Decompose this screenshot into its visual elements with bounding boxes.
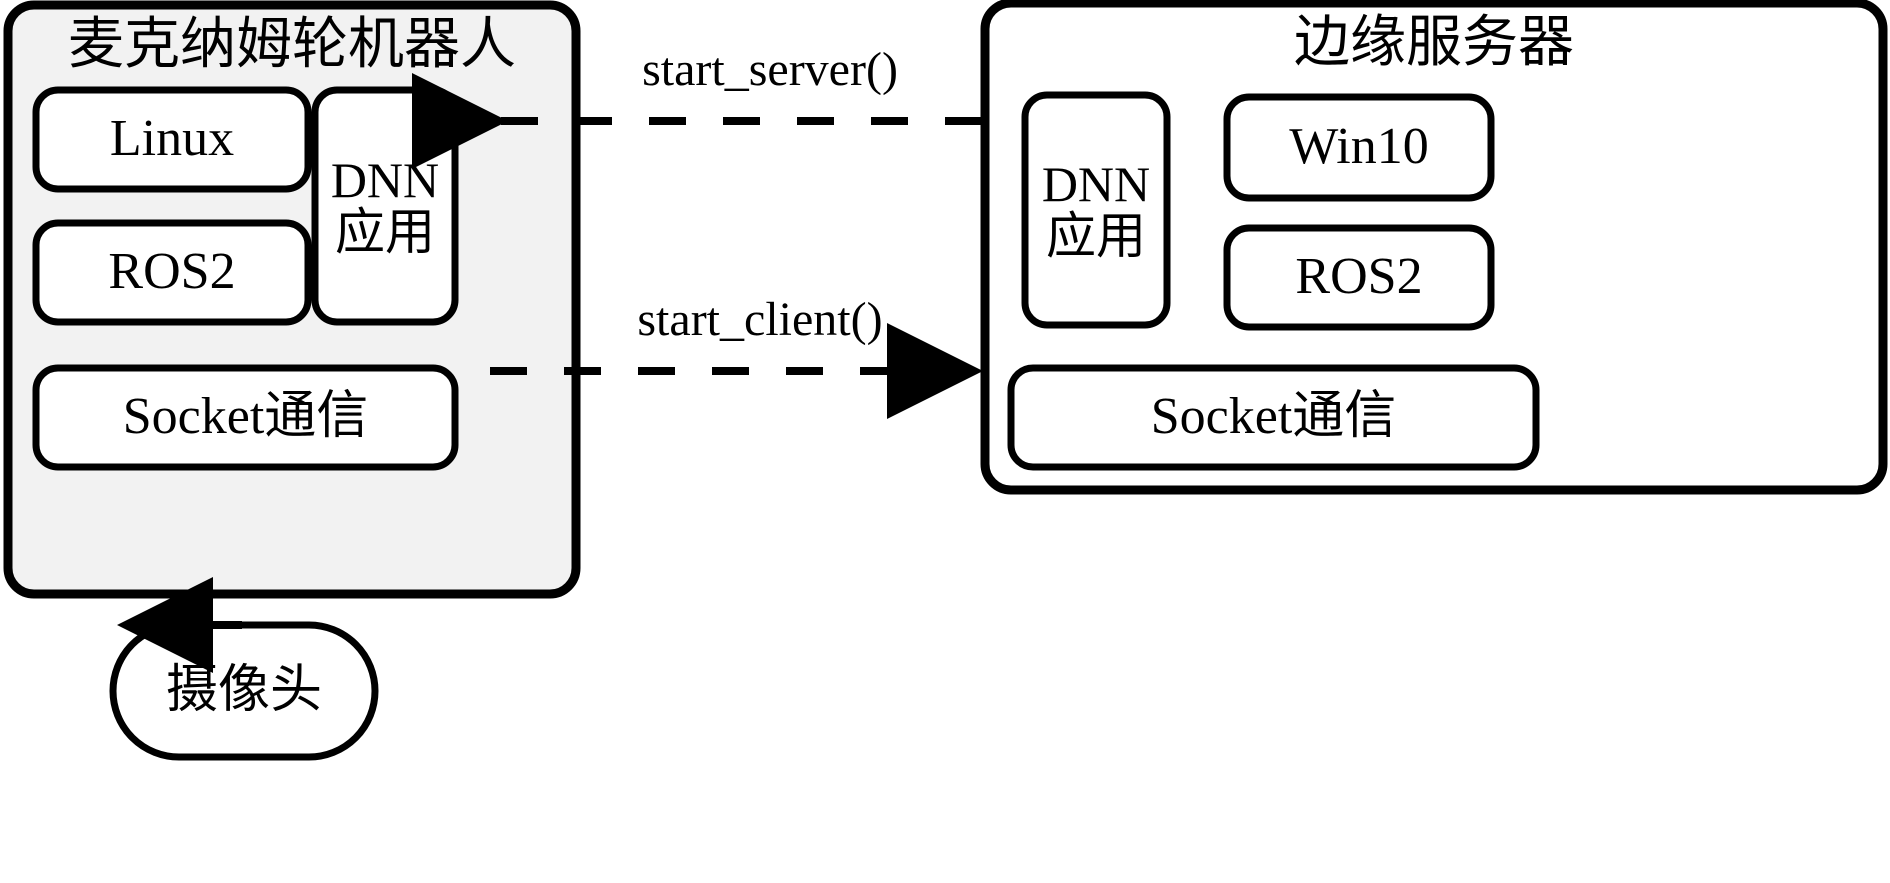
robot-box-dnn-app <box>311 86 459 326</box>
robot-box-ros2 <box>32 219 312 326</box>
robot-box-socket <box>32 364 459 471</box>
server-box-dnn-app <box>1021 91 1171 329</box>
server-box-win10 <box>1223 93 1495 202</box>
robot-box-linux <box>32 86 312 193</box>
camera-node-shape <box>109 621 379 761</box>
server-box-ros2 <box>1223 224 1495 331</box>
server-box-socket <box>1007 364 1540 471</box>
